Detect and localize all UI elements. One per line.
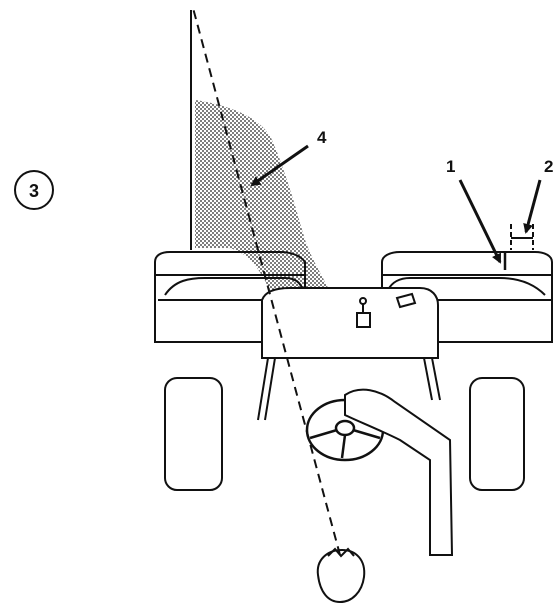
dash-gauge [395, 292, 417, 309]
callout-2: 2 [510, 157, 553, 250]
left-front-wheel [164, 377, 223, 491]
callout-4: 4 [250, 128, 327, 187]
steering-column [257, 357, 441, 421]
operator-head [316, 547, 366, 604]
sight-line [192, 7, 341, 556]
operator-platform [344, 388, 454, 556]
callout-1: 1 [446, 157, 502, 264]
callout-4-label: 4 [317, 128, 327, 147]
step-number-label: 3 [29, 181, 39, 201]
callout-2-label: 2 [544, 157, 553, 176]
right-front-wheel [469, 377, 525, 491]
right-fender [381, 251, 553, 343]
step-number-badge: 3 [14, 170, 54, 210]
dash-lever [356, 297, 371, 328]
stippled-sight-area [195, 100, 330, 292]
tractor-hood [261, 287, 439, 359]
left-fender [154, 251, 306, 343]
callout-1-label: 1 [446, 157, 455, 176]
